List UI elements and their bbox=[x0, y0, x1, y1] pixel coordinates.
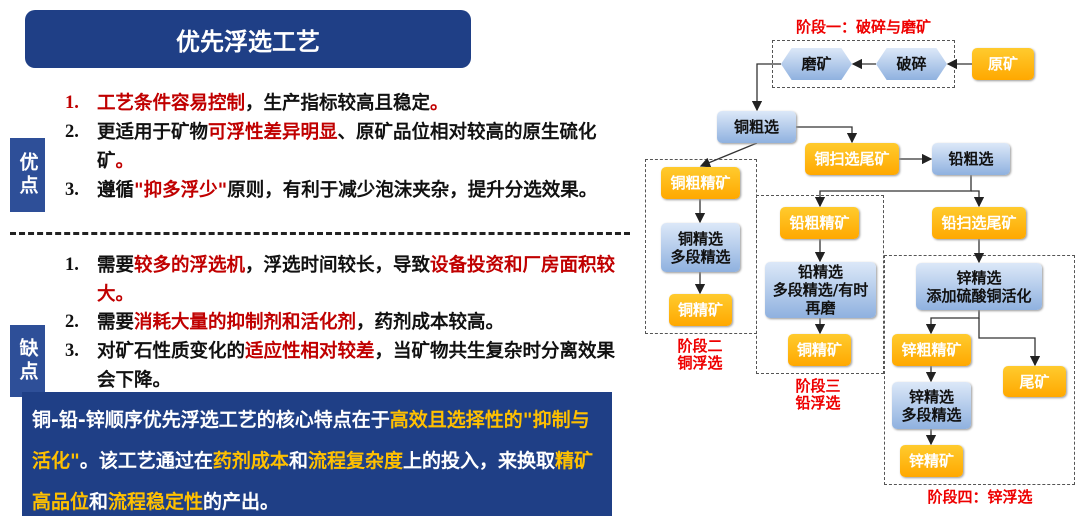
highlighted-text: 药剂成本 bbox=[212, 450, 289, 472]
pros-item: 2. 更适用于矿物可浮性差异明显、原矿品位相对较高的原生硫化矿。 bbox=[65, 118, 630, 176]
node-line: 添加硫酸铜活化 bbox=[926, 286, 1032, 305]
stage2-label: 阶段二铜浮选 bbox=[660, 338, 740, 372]
text-segment: 、原矿品位相对较高的原生硫化矿 bbox=[97, 122, 597, 172]
item-text: 遵循"抑多浮少"原则，有利于减少泡沫夹杂，提升分选效果。 bbox=[97, 176, 630, 205]
page-title: 优先浮选工艺 bbox=[25, 10, 471, 68]
stage4-label: 阶段四：锌浮选 bbox=[927, 488, 1033, 506]
node-zn-cleaner-activation: 锌精选添加硫酸铜活化 bbox=[916, 263, 1042, 310]
text-segment: 和 bbox=[288, 450, 308, 472]
highlighted-text: 较多的浮选机 bbox=[134, 255, 246, 276]
text-segment: 需要 bbox=[97, 255, 135, 276]
node-pb-rougher: 铅粗选 bbox=[932, 143, 1010, 175]
node-line: 多段精选/有时 bbox=[772, 281, 869, 299]
item-number: 2. bbox=[65, 122, 79, 142]
item-number: 3. bbox=[65, 180, 79, 200]
highlighted-text: 流程稳定性 bbox=[108, 491, 204, 513]
item-text: 需要消耗大量的抑制剂和活化剂，药剂成本较高。 bbox=[97, 308, 630, 337]
item-text: 需要较多的浮选机，浮选时间较长，导致设备投资和厂房面积较大。 bbox=[97, 251, 630, 309]
node-zn-rough-concentrate: 锌粗精矿 bbox=[892, 334, 971, 366]
highlighted-text: 可浮性差异明显 bbox=[208, 122, 338, 143]
highlighted-text: 设备投资和厂房面积较大。 bbox=[97, 255, 616, 305]
text-segment: 遵循 bbox=[97, 180, 135, 201]
node-line: 多段精选 bbox=[670, 247, 731, 266]
node-pb-concentrate: 铜精矿 bbox=[788, 334, 851, 366]
highlighted-text: 适应性相对较差 bbox=[245, 341, 375, 362]
node-pb-rough-concentrate: 铅粗精矿 bbox=[780, 207, 859, 239]
text-segment: 上的投入，来换取 bbox=[402, 450, 555, 472]
item-text: 工艺条件容易控制，生产指标较高且稳定。 bbox=[97, 89, 630, 118]
node-zn-concentrate: 锌精矿 bbox=[900, 445, 963, 477]
text-segment: 原则，有利于减少泡沫夹杂，提升分选效果。 bbox=[227, 180, 598, 201]
highlighted-text: 工艺条件容易控制 bbox=[97, 93, 246, 114]
text-segment: 铜-铅-锌顺序优先浮选工艺的核心特点在于 bbox=[32, 409, 390, 431]
node-cu-cleaner: 铜精选多段精选 bbox=[661, 223, 740, 272]
cons-item: 1. 需要较多的浮选机，浮选时间较长，导致设备投资和厂房面积较大。 bbox=[65, 251, 630, 309]
node-cu-scavenger-tailings: 铜扫选尾矿 bbox=[805, 143, 899, 175]
pros-item: 1. 工艺条件容易控制，生产指标较高且稳定。 bbox=[65, 89, 630, 118]
text-segment: ，当矿物共生复杂时分离效果会下降。 bbox=[97, 341, 616, 391]
item-number: 1. bbox=[65, 93, 79, 113]
text-segment: 的产出。 bbox=[203, 491, 280, 513]
text-segment: ，药剂成本较高。 bbox=[356, 312, 505, 333]
divider bbox=[10, 232, 630, 235]
stage3-label-line: 阶段三 bbox=[795, 377, 841, 395]
highlighted-text: 消耗大量的抑制剂和活化剂 bbox=[134, 312, 357, 333]
stage2-label-line: 阶段二 bbox=[677, 337, 723, 355]
stage2-label-line: 铜浮选 bbox=[677, 354, 723, 372]
node-pb-scavenger-tailings: 铅扫选尾矿 bbox=[932, 207, 1026, 239]
node-cu-concentrate: 铜精矿 bbox=[669, 294, 732, 326]
text-segment: ，生产指标较高且稳定 bbox=[245, 93, 431, 114]
node-line: 铅精选 bbox=[797, 263, 843, 281]
node-line: 再磨 bbox=[805, 299, 836, 317]
node-line: 多段精选 bbox=[901, 405, 962, 424]
node-line: 锌精选 bbox=[908, 387, 954, 406]
item-text: 更适用于矿物可浮性差异明显、原矿品位相对较高的原生硫化矿。 bbox=[97, 118, 630, 176]
node-line: 铜精选 bbox=[677, 229, 723, 248]
cons-item: 2. 需要消耗大量的抑制剂和活化剂，药剂成本较高。 bbox=[65, 308, 630, 337]
stage1-label: 阶段一：破碎与磨矿 bbox=[795, 18, 931, 36]
highlighted-text: 。 bbox=[430, 93, 449, 114]
pros-item: 3. 遵循"抑多浮少"原则，有利于减少泡沫夹杂，提升分选效果。 bbox=[65, 176, 630, 205]
cons-badge-text: 缺点 bbox=[16, 338, 39, 384]
highlighted-text: "抑多浮少" bbox=[134, 180, 228, 201]
item-text: 对矿石性质变化的适应性相对较差，当矿物共生复杂时分离效果会下降。 bbox=[97, 337, 630, 395]
text-segment: 。该工艺通过在 bbox=[79, 450, 213, 472]
text-segment: 需要 bbox=[97, 312, 135, 333]
item-number: 2. bbox=[65, 312, 79, 332]
item-number: 1. bbox=[65, 255, 79, 275]
cons-badge: 缺点 bbox=[10, 325, 45, 397]
node-tailings: 尾矿 bbox=[1003, 366, 1066, 397]
cons-item: 3. 对矿石性质变化的适应性相对较差，当矿物共生复杂时分离效果会下降。 bbox=[65, 337, 630, 395]
text-segment: ，浮选时间较长，导致 bbox=[245, 255, 431, 276]
highlighted-text: 。 bbox=[115, 151, 135, 172]
node-cu-rougher: 铜粗选 bbox=[717, 111, 796, 143]
node-cu-rough-concentrate: 铜粗精矿 bbox=[661, 167, 740, 199]
pros-badge: 优点 bbox=[10, 138, 45, 212]
pros-badge-text: 优点 bbox=[16, 152, 39, 198]
stage3-label-line: 铅浮选 bbox=[795, 394, 841, 412]
text-segment: 和 bbox=[89, 491, 109, 513]
node-raw-ore: 原矿 bbox=[972, 48, 1034, 80]
node-pb-cleaner: 铅精选多段精选/有时再磨 bbox=[765, 262, 876, 318]
stage3-label: 阶段三铅浮选 bbox=[778, 378, 858, 412]
text-segment: 更适用于矿物 bbox=[97, 122, 209, 143]
text-segment: 对矿石性质变化的 bbox=[97, 341, 246, 362]
node-line: 锌精选 bbox=[956, 268, 1002, 287]
node-grinding: 磨矿 bbox=[781, 48, 852, 80]
item-number: 3. bbox=[65, 341, 79, 361]
highlighted-text: 精矿高品位 bbox=[32, 450, 593, 513]
highlighted-text: 高效且选择性的"抑制与活化" bbox=[32, 409, 590, 472]
node-crushing: 破碎 bbox=[876, 48, 947, 80]
node-zn-cleaner: 锌精选多段精选 bbox=[892, 382, 971, 429]
highlighted-text: 流程复杂度 bbox=[307, 450, 403, 472]
summary-box: 铜-铅-锌顺序优先浮选工艺的核心特点在于高效且选择性的"抑制与活化"。该工艺通过… bbox=[22, 392, 612, 516]
